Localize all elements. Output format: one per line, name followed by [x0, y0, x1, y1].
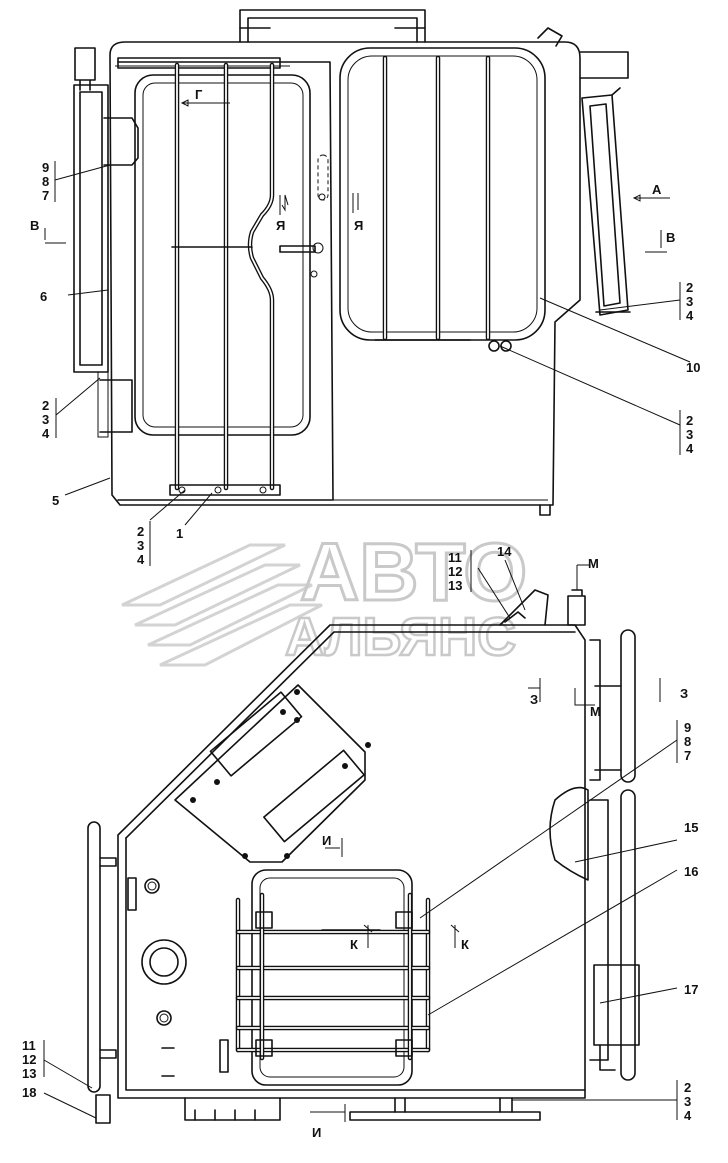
hinge-top: [74, 47, 96, 91]
svg-text:3: 3: [684, 1094, 691, 1109]
watermark: АВТО АЛЬЯНС: [121, 526, 529, 668]
top-view-labels: Г Я Я А В В 6 5 1 10 9 8 7 2 3 4 2 3 4 2…: [30, 87, 700, 567]
left-mirror-assembly: [73, 84, 139, 438]
svg-text:8: 8: [42, 174, 49, 189]
view-arrow-z-left-label: З: [530, 692, 538, 707]
svg-text:7: 7: [684, 748, 691, 763]
svg-text:2: 2: [137, 524, 144, 539]
callout-6: 6: [40, 289, 47, 304]
svg-text:4: 4: [686, 308, 694, 323]
top-view-leaders: [44, 99, 691, 566]
svg-text:3: 3: [686, 427, 693, 442]
svg-text:11: 11: [22, 1038, 36, 1053]
bottom-steps: [95, 1094, 541, 1124]
right-window-grille: [374, 55, 512, 352]
cab-body-outline: [109, 41, 581, 506]
svg-text:13: 13: [22, 1066, 36, 1081]
view-arrow-m-top-label: М: [588, 556, 599, 571]
svg-text:4: 4: [686, 441, 694, 456]
callout-10: 10: [686, 360, 700, 375]
view-arrow-i-top-label: И: [322, 833, 331, 848]
rear-window-frame: [251, 869, 413, 1086]
callout-15: 15: [684, 820, 698, 835]
rear-window-grille: [235, 892, 431, 1061]
view-arrow-a-label: А: [652, 182, 662, 197]
svg-text:9: 9: [684, 720, 691, 735]
right-window-frame: [339, 47, 546, 341]
roof-handle: [239, 9, 426, 43]
svg-text:12: 12: [448, 564, 462, 579]
view-arrow-ya-left-label: Я: [276, 218, 285, 233]
callout-16: 16: [684, 864, 698, 879]
top-view: Г Я Я А В В 6 5 1 10 9 8 7 2 3 4 2 3 4 2…: [30, 9, 700, 567]
view-arrow-k-right-label: К: [461, 937, 469, 952]
callout-14: 14: [497, 544, 512, 559]
round-port: [141, 939, 187, 985]
svg-text:8: 8: [684, 734, 691, 749]
watermark-logo-icon: [121, 543, 323, 667]
left-door-grille: [169, 62, 281, 496]
svg-text:4: 4: [42, 426, 50, 441]
callout-5: 5: [52, 493, 59, 508]
view-arrow-b-left-label: В: [30, 218, 39, 233]
svg-text:2: 2: [686, 280, 693, 295]
left-door: [117, 61, 334, 501]
svg-text:4: 4: [137, 552, 145, 567]
view-arrow-b-right-label: В: [666, 230, 675, 245]
watermark-line1: АВТО: [300, 527, 527, 618]
cab-side-outline: [117, 624, 586, 1099]
callout-17: 17: [684, 982, 698, 997]
view-arrow-m-bot-label: М: [590, 704, 601, 719]
svg-text:3: 3: [686, 294, 693, 309]
left-window-frame: [134, 74, 311, 436]
bottom-view: 14 11 12 13 М М З З 9 8 7 15 16 17 И И К…: [22, 544, 698, 1140]
svg-text:3: 3: [42, 412, 49, 427]
svg-text:11: 11: [448, 550, 462, 565]
callout-1: 1: [176, 526, 183, 541]
svg-text:13: 13: [448, 578, 462, 593]
view-arrow-ya-right-label: Я: [354, 218, 363, 233]
view-arrow-g-label: Г: [195, 87, 203, 102]
left-grab-rail: [87, 821, 101, 1093]
svg-text:2: 2: [42, 398, 49, 413]
watermark-line2: АЛЬЯНС: [285, 607, 516, 667]
svg-text:3: 3: [137, 538, 144, 553]
callout-18: 18: [22, 1085, 36, 1100]
right-mirror-assembly: [581, 87, 631, 316]
view-arrow-k-left-label: К: [350, 937, 358, 952]
right-grab-rail: [549, 629, 640, 1081]
bottom-view-labels: 14 11 12 13 М М З З 9 8 7 15 16 17 И И К…: [22, 544, 698, 1140]
svg-text:4: 4: [684, 1108, 692, 1123]
svg-text:12: 12: [22, 1052, 36, 1067]
svg-text:7: 7: [42, 188, 49, 203]
view-arrow-i-bot-label: И: [312, 1125, 321, 1140]
bottom-view-leaders: [43, 550, 678, 1122]
svg-text:2: 2: [686, 413, 693, 428]
svg-text:2: 2: [684, 1080, 691, 1095]
svg-text:9: 9: [42, 160, 49, 175]
view-arrow-z-right-label: З: [680, 686, 688, 701]
access-panel: [174, 684, 366, 863]
